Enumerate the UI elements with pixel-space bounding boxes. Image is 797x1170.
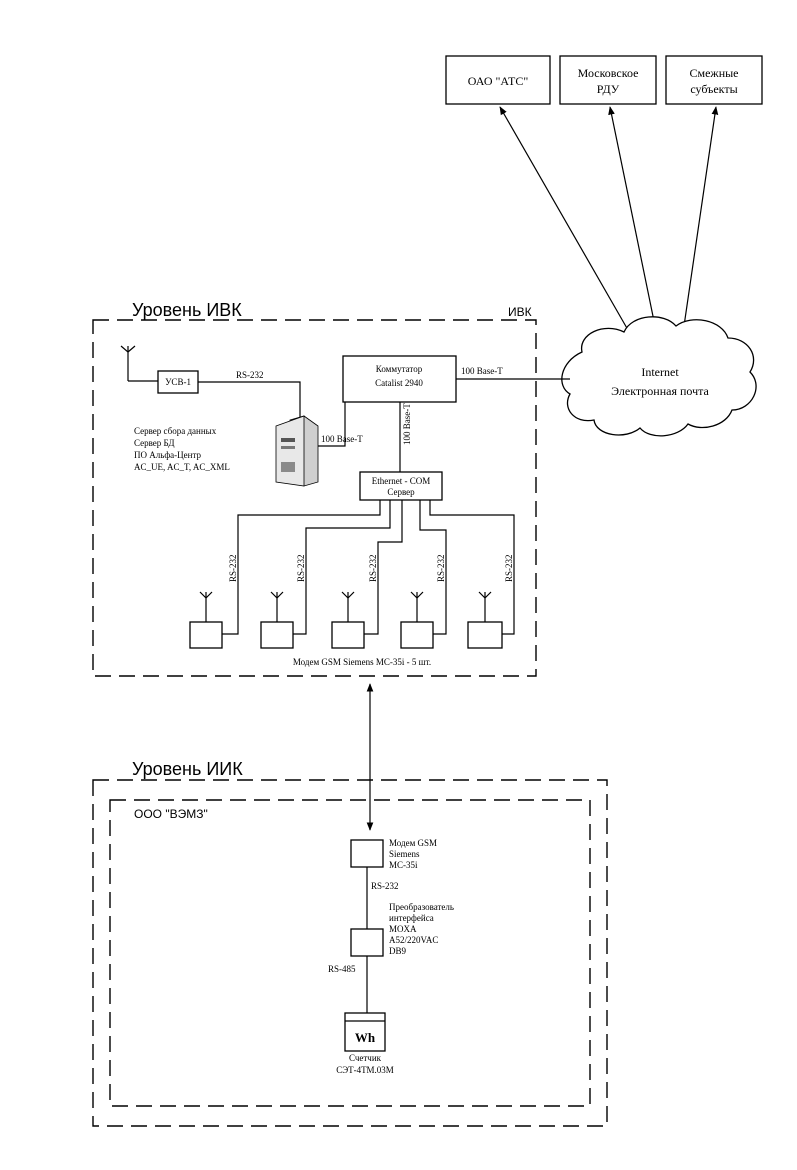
gsm-modem-4	[400, 591, 434, 649]
converter-desc-line5: DB9	[389, 946, 407, 956]
server-desc-line3: ПО Альфа-Центр	[134, 450, 202, 460]
modem4-link	[419, 500, 447, 635]
antenna-icon	[410, 591, 424, 622]
ivk-level-title: Уровень ИВК	[132, 300, 242, 320]
meter-symbol: Wh	[355, 1030, 376, 1045]
arrow-to-ats	[499, 106, 629, 331]
subjects-label-line2: субъекты	[690, 82, 737, 96]
internet-cloud: Internet Электронная почта	[561, 316, 757, 437]
iik-rs485-label: RS-485	[328, 964, 356, 974]
switch-gateway-link-label: 100 Base-T	[402, 403, 412, 445]
server-desc-line1: Сервер сбора данных	[134, 426, 217, 436]
gsm-modem-3	[331, 591, 365, 649]
usv-antenna-icon	[120, 345, 158, 382]
iik-org-label: ООО "ВЭМЗ"	[134, 807, 208, 821]
iik-level-title: Уровень ИИК	[132, 759, 243, 779]
antenna-icon	[478, 591, 492, 622]
modem5-link-label: RS-232	[504, 554, 514, 582]
modem5-link	[429, 500, 515, 635]
rdu-box	[559, 55, 657, 105]
switch-internet-link-label: 100 Base-T	[461, 366, 503, 376]
usv-rs232-label: RS-232	[236, 370, 264, 380]
modem3-link-label: RS-232	[368, 554, 378, 582]
antenna-icon	[341, 591, 355, 622]
cloud-label-line2: Электронная почта	[611, 384, 709, 398]
subjects-label-line1: Смежные	[689, 66, 738, 80]
usv-server-link	[198, 381, 301, 420]
cloud-label-line1: Internet	[641, 365, 679, 379]
antenna-icon	[270, 591, 284, 622]
modem3-link	[364, 500, 403, 635]
switch-server-link-label: 100 Base-T	[321, 434, 363, 444]
ats-box	[445, 55, 551, 105]
ivk-level: Уровень ИВК ИВК УСВ-1 RS-232 Коммутатор …	[92, 300, 570, 677]
iik-outer-boundary	[92, 779, 608, 1127]
switch-server-link	[318, 402, 346, 447]
modem2-link	[293, 500, 391, 635]
antenna-icon	[199, 591, 213, 622]
iik-modem-desc-line3: MC-35i	[389, 860, 418, 870]
meter-label-line1: Счетчик	[349, 1053, 382, 1063]
modem1-link-label: RS-232	[228, 554, 238, 582]
cloud-shape	[561, 316, 757, 437]
gateway-label-line1: Ethernet - COM	[372, 476, 431, 486]
rdu-label-line1: Московское	[578, 66, 639, 80]
converter-desc-line3: MOXA	[389, 924, 417, 934]
rdu-label-line2: РДУ	[597, 82, 620, 96]
external-recipients: ОАО "АТС" Московское РДУ Смежные субъект…	[445, 55, 763, 105]
gsm-modem-5	[467, 591, 503, 649]
converter-desc-line1: Преобразователь	[389, 902, 454, 912]
arrow-to-subjects	[683, 106, 719, 327]
ivk-boundary	[92, 319, 537, 677]
ats-label: ОАО "АТС"	[468, 74, 529, 88]
ivk-corner-label: ИВК	[508, 305, 532, 319]
iik-modem-desc-line2: Siemens	[389, 849, 420, 859]
iik-rs232-label: RS-232	[371, 881, 399, 891]
meter-label-line2: СЭТ-4ТМ.03М	[336, 1065, 394, 1075]
modem1-link	[222, 500, 381, 635]
meter-icon	[344, 1012, 386, 1052]
converter-desc-line4: A52/220VAC	[389, 935, 438, 945]
switch-label-line1: Коммутатор	[376, 364, 423, 374]
server-desc-line2: Сервер БД	[134, 438, 175, 448]
modems-caption: Модем GSM Siemens MC-35i - 5 шт.	[293, 657, 431, 667]
modem2-link-label: RS-232	[296, 554, 306, 582]
converter-desc-line2: интерфейса	[389, 913, 434, 923]
iik-inner-boundary	[109, 799, 591, 1107]
arrow-to-rdu	[608, 106, 656, 327]
switch-label-line2: Catalist 2940	[375, 378, 423, 388]
gsm-modem-1	[189, 591, 223, 649]
gateway-label-line2: Сервер	[387, 487, 415, 497]
iik-modem-box	[350, 839, 384, 868]
subjects-box	[665, 55, 763, 105]
converter-box	[350, 928, 384, 957]
server-desc-line4: AC_UE, AC_T, AC_XML	[134, 462, 230, 472]
iik-modem-desc-line1: Модем GSM	[389, 838, 437, 848]
server-icon	[275, 415, 319, 487]
usv-label: УСВ-1	[165, 377, 191, 387]
gateway-box	[359, 471, 443, 501]
iik-level: Уровень ИИК ООО "ВЭМЗ" Модем GSM Siemens…	[92, 759, 608, 1127]
gsm-modem-2	[260, 591, 294, 649]
modem4-link-label: RS-232	[436, 554, 446, 582]
